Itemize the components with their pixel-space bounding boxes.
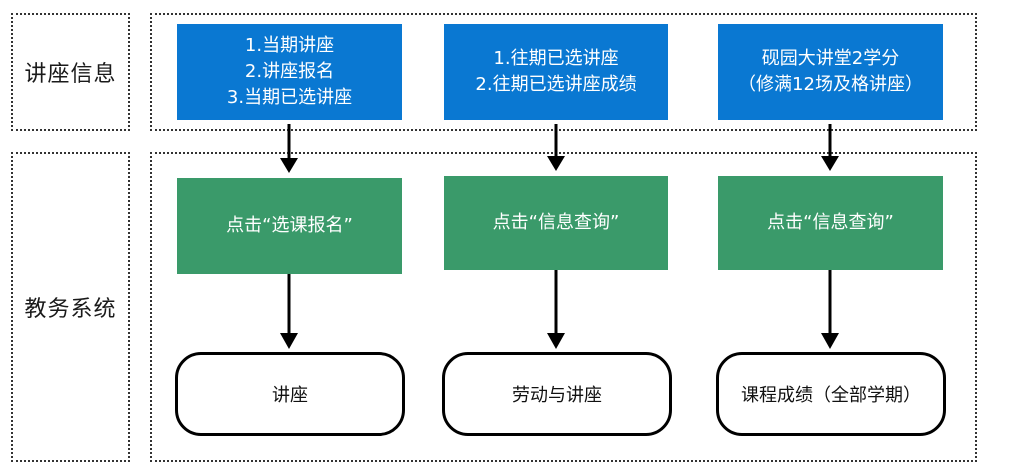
info-line: 3.当期已选讲座 bbox=[226, 87, 353, 108]
lane-frame-info bbox=[150, 13, 977, 131]
info-line: 1.往期已选讲座 bbox=[493, 48, 619, 69]
info-line: 砚园大讲堂2学分 bbox=[761, 48, 900, 69]
action-box-course-registration: 点击“选课报名” bbox=[177, 178, 402, 274]
result-lectures: 讲座 bbox=[175, 352, 405, 436]
result-label: 课程成绩（全部学期） bbox=[741, 385, 921, 406]
info-line: 2.讲座报名 bbox=[244, 61, 335, 82]
action-label: 点击“选课报名” bbox=[226, 215, 353, 236]
arrow-action-to-result-3 bbox=[821, 270, 839, 349]
lane-label-info: 讲座信息 bbox=[11, 13, 130, 131]
action-label: 点击“信息查询” bbox=[767, 212, 894, 233]
arrow-action-to-result-2 bbox=[547, 270, 565, 349]
info-box-current-lectures: 1.当期讲座 2.讲座报名 3.当期已选讲座 bbox=[177, 24, 402, 120]
result-label: 劳动与讲座 bbox=[512, 385, 602, 406]
result-label: 讲座 bbox=[272, 385, 308, 406]
action-box-info-query: 点击“信息查询” bbox=[444, 176, 668, 270]
lane-label-system-text: 教务系统 bbox=[24, 297, 117, 322]
lane-label-system: 教务系统 bbox=[11, 152, 130, 462]
info-line: （修满12场及格讲座） bbox=[738, 74, 923, 95]
action-label: 点击“信息查询” bbox=[492, 212, 620, 233]
info-line: 2.往期已选讲座成绩 bbox=[475, 74, 637, 95]
lane-frame-system bbox=[150, 152, 977, 462]
action-box-info-query: 点击“信息查询” bbox=[718, 176, 943, 270]
result-labor-and-lectures: 劳动与讲座 bbox=[442, 352, 672, 436]
result-course-grades: 课程成绩（全部学期） bbox=[716, 352, 946, 436]
info-box-past-lectures: 1.往期已选讲座 2.往期已选讲座成绩 bbox=[444, 24, 668, 120]
arrow-info-to-action-2 bbox=[547, 124, 565, 171]
arrow-action-to-result-1 bbox=[280, 274, 298, 349]
arrow-info-to-action-1 bbox=[280, 124, 298, 173]
arrow-info-to-action-3 bbox=[821, 124, 839, 171]
lane-label-info-text: 讲座信息 bbox=[24, 62, 117, 87]
info-line: 1.当期讲座 bbox=[244, 35, 335, 56]
info-box-credits: 砚园大讲堂2学分 （修满12场及格讲座） bbox=[718, 24, 943, 120]
